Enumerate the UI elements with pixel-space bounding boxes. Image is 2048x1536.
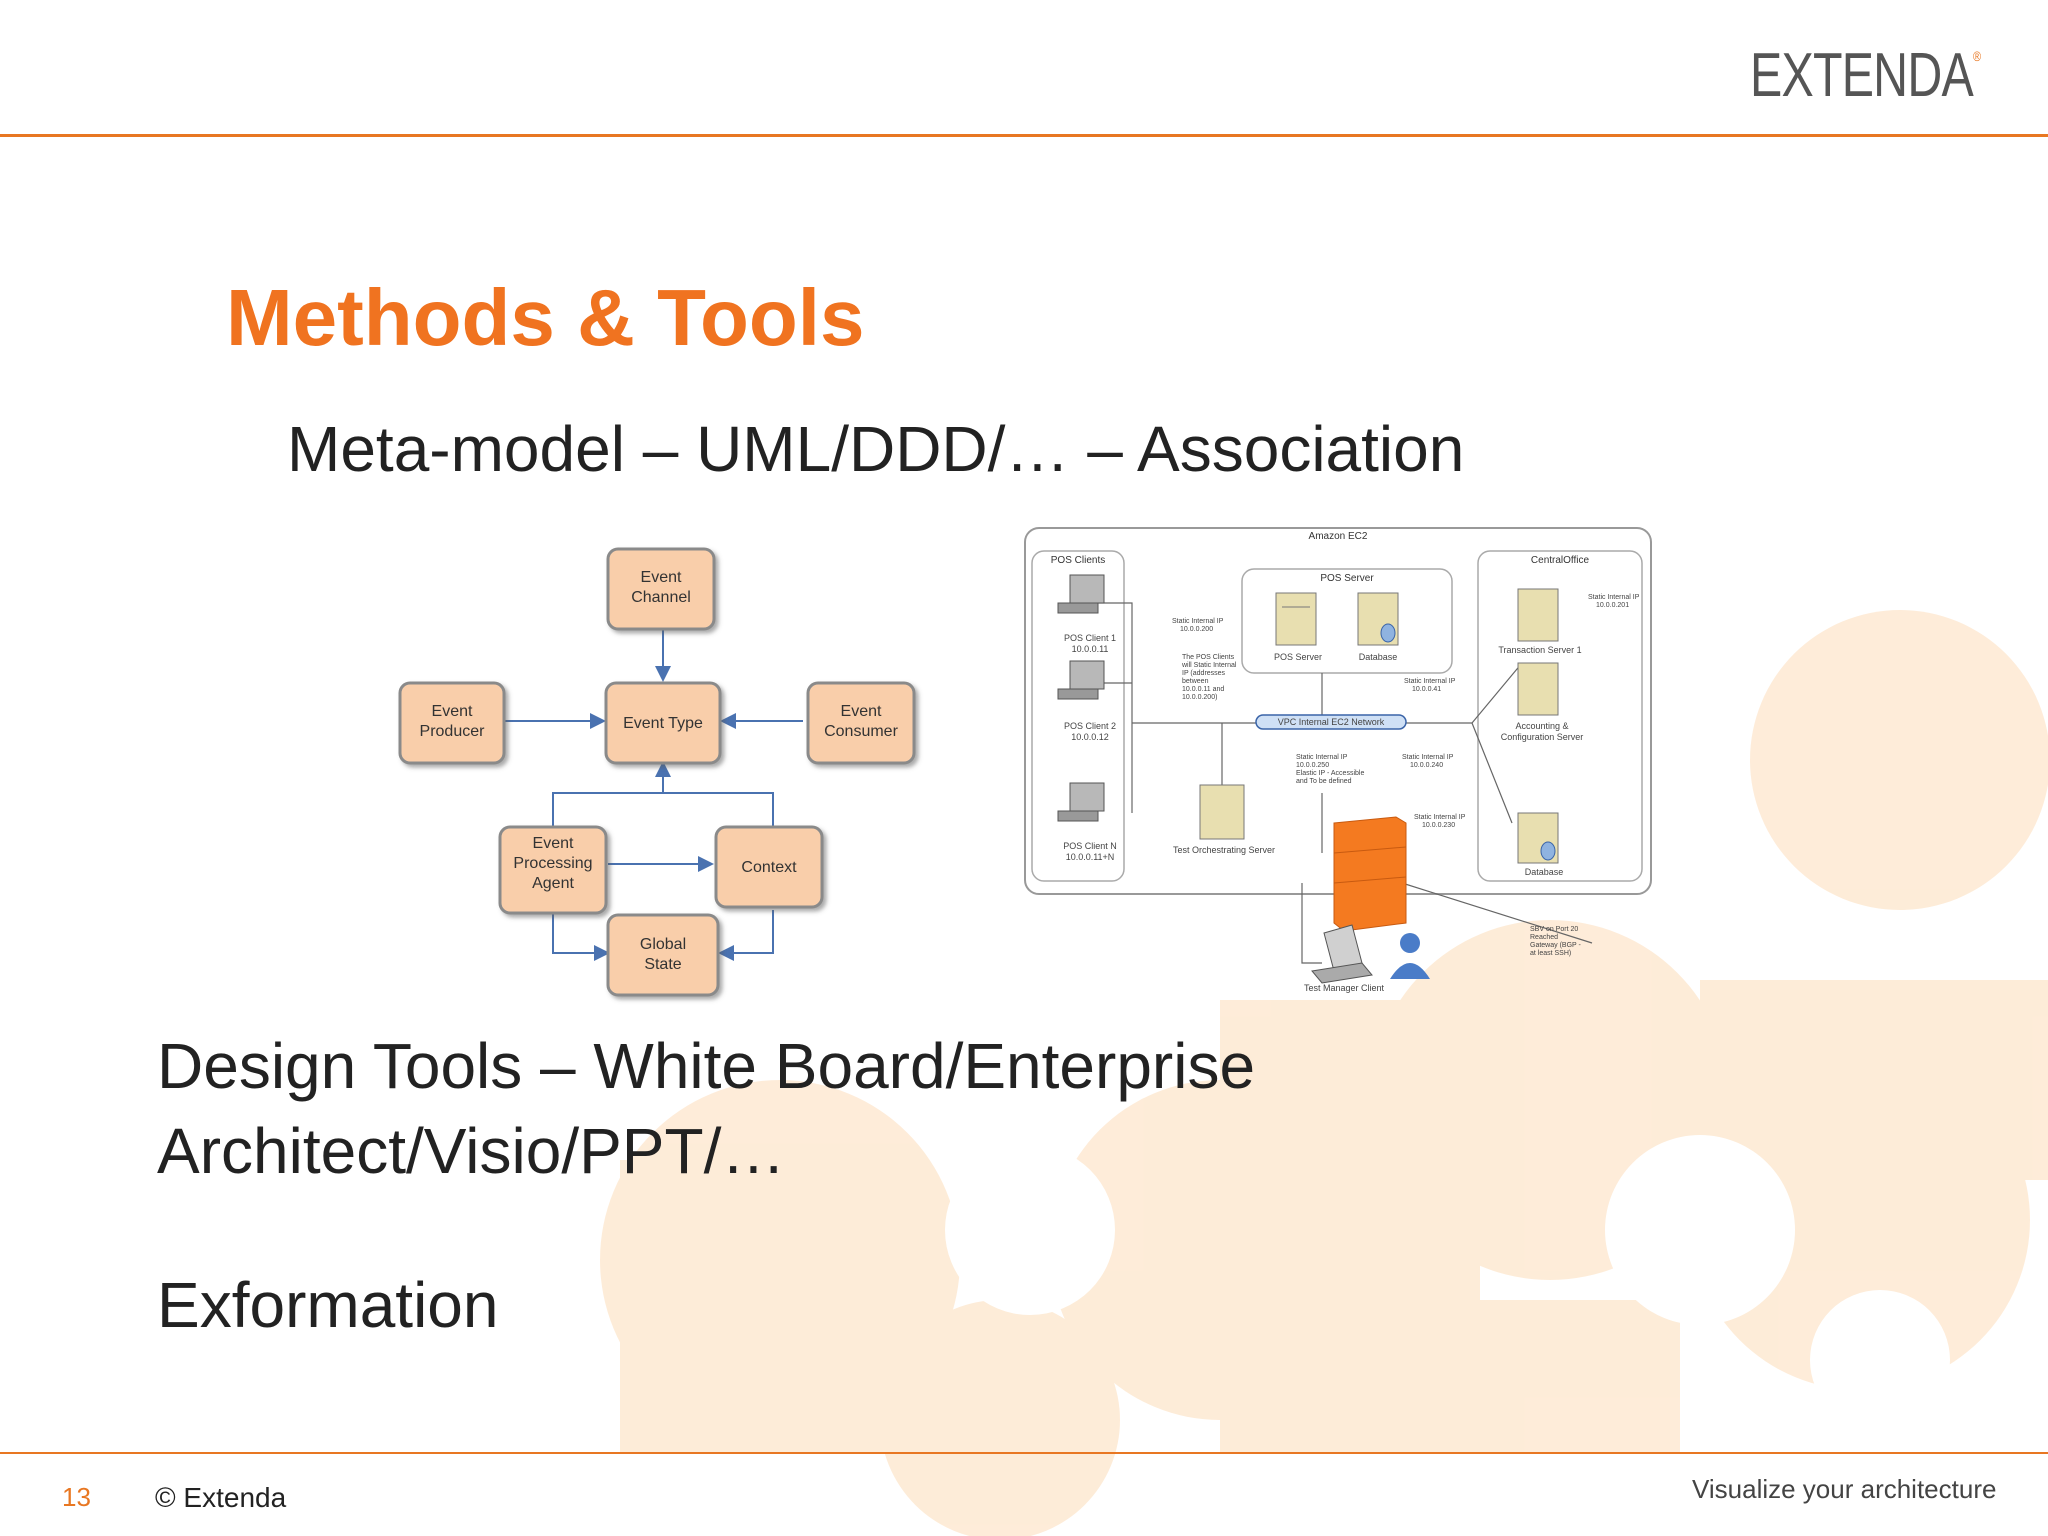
svg-text:IP (addresses: IP (addresses [1182,670,1226,677]
svg-text:Static Internal IP: Static Internal IP [1404,678,1456,685]
pos-clients-label: POS Clients [1051,555,1105,566]
co-database-icon [1517,812,1559,864]
svg-text:between: between [1182,678,1209,685]
svg-text:10.0.0.11: 10.0.0.11 [1072,644,1109,654]
svg-text:Producer: Producer [420,723,486,740]
slide-subtitle: Meta-model – UML/DDD/… – Association [287,413,1465,485]
svg-text:Test Manager Client: Test Manager Client [1304,983,1385,993]
node-context [714,825,824,909]
node-event-producer [398,681,506,765]
svg-text:Processing: Processing [513,855,592,872]
pos-client-1-icon [1057,574,1105,614]
design-tools-line-2: Architect/Visio/PPT/… [157,1115,786,1187]
network-architecture-diagram: Amazon EC2 POS Clients POS Server Centra… [1024,527,1652,993]
svg-text:Event: Event [533,835,574,852]
svg-text:Global: Global [640,936,686,953]
svg-text:Reached: Reached [1530,934,1558,941]
test-orchestrating-server-icon [1199,784,1245,840]
svg-text:10.0.0.200: 10.0.0.200 [1180,626,1213,633]
accounting-server-icon [1517,662,1559,716]
pos-server-icon [1275,592,1317,646]
svg-text:Database: Database [1359,652,1398,662]
svg-text:Static Internal IP: Static Internal IP [1414,814,1466,821]
svg-text:10.0.0.201: 10.0.0.201 [1596,602,1629,609]
exformation-text: Exformation [157,1269,499,1341]
svg-text:Agent: Agent [532,875,574,892]
svg-text:Event: Event [432,703,473,720]
laptop-icon [1311,924,1373,984]
pos-server-group-label: POS Server [1320,573,1374,584]
pos-client-n-icon [1057,782,1105,822]
svg-text:VPC Internal EC2 Network: VPC Internal EC2 Network [1278,717,1385,727]
copyright: © Extenda [155,1482,287,1513]
svg-text:Transaction Server 1: Transaction Server 1 [1498,645,1581,655]
svg-text:Consumer: Consumer [824,723,898,740]
svg-text:10.0.0.11+N: 10.0.0.11+N [1066,852,1115,862]
svg-text:at least SSH): at least SSH) [1530,950,1571,957]
slide-title: Methods & Tools [226,273,865,362]
footer-tagline: Visualize your architecture [1692,1474,1997,1504]
extenda-logo: EXTENDA® [1750,41,1981,110]
network-annotations: Static Internal IP 10.0.0.200 The POS Cl… [1172,594,1640,957]
svg-text:Accounting &: Accounting & [1515,721,1568,731]
svg-text:10.0.0.240: 10.0.0.240 [1410,762,1443,769]
transaction-server-icon [1517,588,1559,642]
svg-text:POS Client 2: POS Client 2 [1064,721,1116,731]
svg-text:SBV on Port 20: SBV on Port 20 [1530,926,1578,933]
svg-text:10.0.0.200): 10.0.0.200) [1182,694,1217,701]
svg-text:10.0.0.41: 10.0.0.41 [1412,686,1441,693]
vpc-network-bar [1255,714,1407,730]
svg-text:Channel: Channel [631,589,691,606]
svg-text:10.0.0.250: 10.0.0.250 [1296,762,1329,769]
svg-text:Elastic IP - Accessible: Elastic IP - Accessible [1296,770,1364,777]
svg-text:Event: Event [641,569,682,586]
svg-text:Static Internal IP: Static Internal IP [1296,754,1348,761]
svg-text:Gateway (BGP -: Gateway (BGP - [1530,942,1582,949]
svg-text:and To be defined: and To be defined [1296,778,1352,785]
svg-text:POS Client N: POS Client N [1063,841,1117,851]
header-divider [0,134,2048,137]
svg-text:Event: Event [841,703,882,720]
firewall-icon [1333,816,1407,932]
page-number: 13 [62,1482,91,1512]
svg-text:Static Internal IP: Static Internal IP [1402,754,1454,761]
svg-text:Database: Database [1525,867,1564,877]
svg-text:Event Type: Event Type [623,715,703,732]
svg-text:Context: Context [741,859,797,876]
centraloffice-label: CentralOffice [1531,555,1590,566]
svg-text:Configuration Server: Configuration Server [1501,732,1584,742]
svg-text:will Static Internal: will Static Internal [1181,662,1237,669]
svg-text:Test Orchestrating Server: Test Orchestrating Server [1173,845,1275,855]
svg-text:State: State [644,956,681,973]
node-event-channel [606,547,716,631]
node-event-consumer [806,681,916,765]
pos-clients-group [1031,550,1125,882]
event-metamodel-diagram: Event Channel Event Producer Event Type … [398,547,916,997]
user-icon [1390,933,1430,979]
node-global-state [606,913,720,997]
pos-database-icon [1357,592,1399,646]
svg-text:POS Client 1: POS Client 1 [1064,633,1116,643]
pos-server-group [1241,568,1453,674]
svg-text:10.0.0.230: 10.0.0.230 [1422,822,1455,829]
svg-text:Static Internal IP: Static Internal IP [1588,594,1640,601]
node-event-processing-agent [498,825,608,915]
pos-client-2-icon [1057,660,1105,700]
svg-text:The POS Clients: The POS Clients [1182,654,1235,661]
svg-text:10.0.0.11 and: 10.0.0.11 and [1182,686,1224,693]
svg-text:Static Internal IP: Static Internal IP [1172,618,1224,625]
footer-divider [0,1452,2048,1454]
design-tools-line-1: Design Tools – White Board/Enterprise [157,1030,1256,1102]
node-event-type [604,681,722,765]
svg-text:POS Server: POS Server [1274,652,1322,662]
svg-text:10.0.0.12: 10.0.0.12 [1071,732,1109,742]
cloud-label: Amazon EC2 [1309,531,1368,542]
design-tools-text: Design Tools – White Board/Enterprise Ar… [157,1024,1557,1194]
